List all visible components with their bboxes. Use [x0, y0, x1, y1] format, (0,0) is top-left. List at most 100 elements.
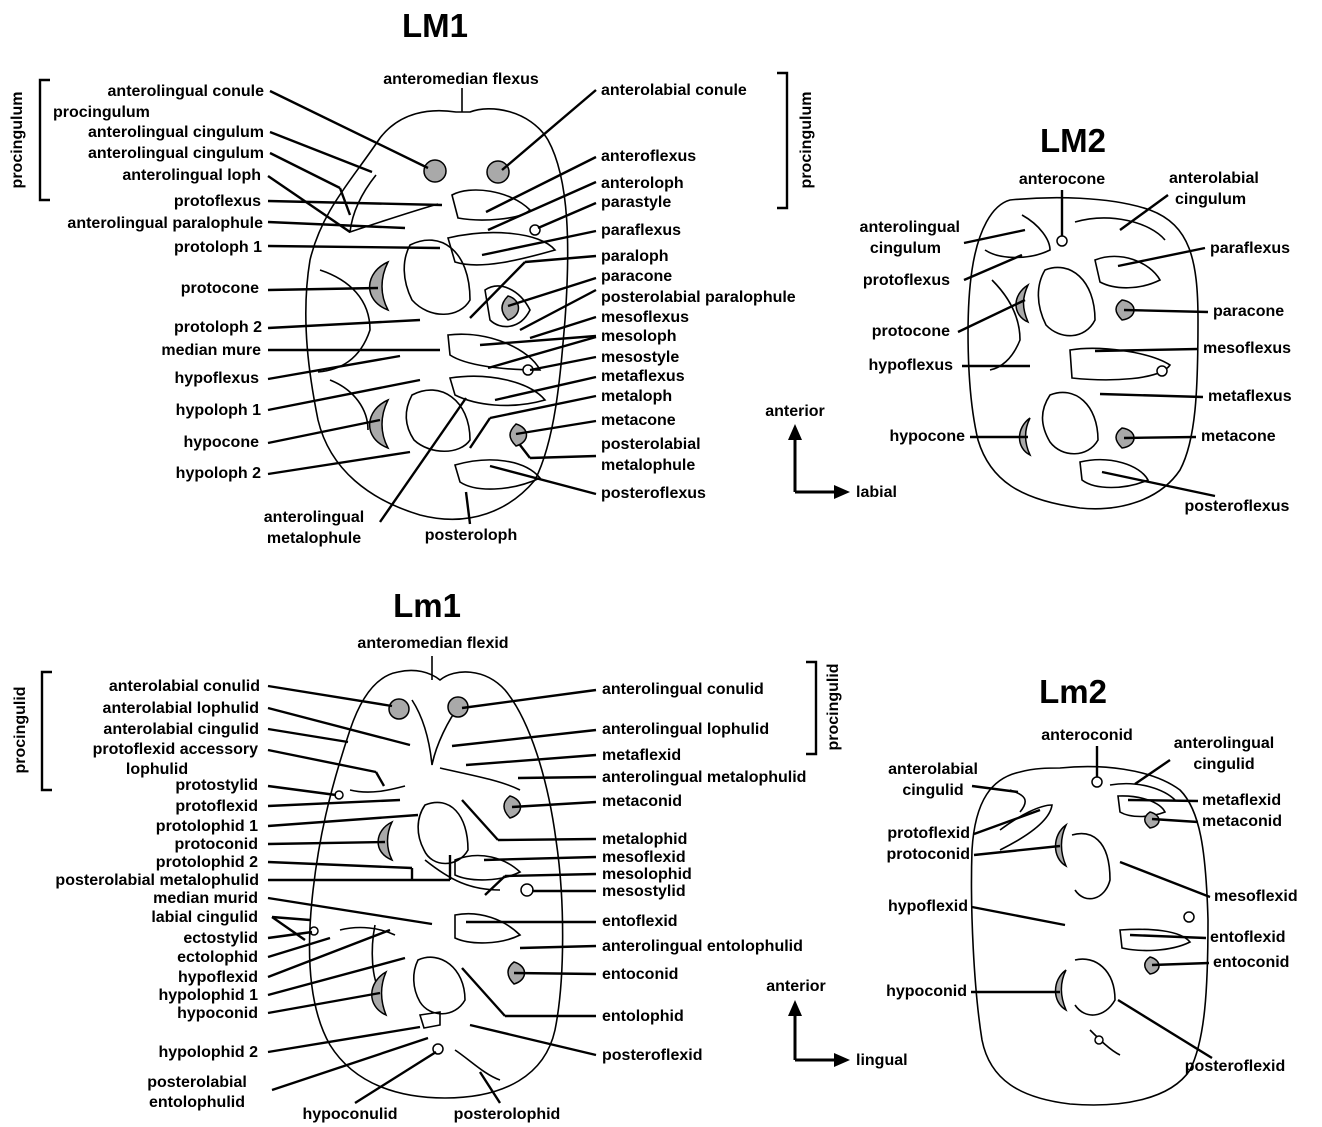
- Lm1-protolophid-2-label: protolophid 2: [156, 854, 258, 871]
- LM1-protoloph-1-label: protoloph 1: [174, 239, 262, 256]
- LM1-protocone-mark: [368, 260, 390, 312]
- Lm2-labels: anteroconid anterolingual cingulid anter…: [886, 727, 1297, 1075]
- Lm1-metaflexid-label: metaflexid: [602, 747, 681, 764]
- Lm1-hypoflexid-label: hypoflexid: [178, 969, 258, 986]
- LM1-cusps: [368, 159, 541, 450]
- Lm1-protoflexid-accessory-label-b: lophulid: [126, 761, 188, 778]
- LM1-procingulum-bracket-label-right: procingulum: [798, 92, 815, 189]
- Lm2-entoconid-label: entoconid: [1213, 954, 1289, 971]
- Lm1-posterolophid-label: posterolophid: [454, 1106, 561, 1123]
- LM2-protoflexus-label: protoflexus: [863, 272, 950, 289]
- LM1-anteroloph-label: anteroloph: [601, 175, 684, 192]
- LM2-paracone-label: paracone: [1213, 303, 1284, 320]
- Lm1-mesolophid-label: mesolophid: [602, 866, 692, 883]
- LM1-posterolabial-metalophule-label-b: metalophule: [601, 457, 695, 474]
- Lm1-entoflexid-label: entoflexid: [602, 913, 678, 930]
- Lm1-ectolophid-label: ectolophid: [177, 949, 258, 966]
- LM2-hypocone-label: hypocone: [889, 428, 965, 445]
- LM1-left-leaders: [267, 89, 443, 476]
- Lm1-protoconid-mark: [377, 820, 394, 862]
- LM1-posteroloph-leader: [464, 491, 472, 525]
- Lm2-metaconid-label: metaconid: [1202, 813, 1282, 830]
- LM2-anterolingual-cingulum-label-b: cingulum: [870, 240, 941, 257]
- Lm1-anterolingual-metalophulid-label: anterolingual metalophulid: [602, 769, 806, 786]
- Lm1-tooth-outline: [308, 656, 564, 1099]
- Lm2-metaflexid-label: metaflexid: [1202, 792, 1281, 809]
- Lm1-mesoflexid-label: mesoflexid: [602, 849, 686, 866]
- Lm2-mesoflexid-label: mesoflexid: [1214, 888, 1298, 905]
- LM1-parastyle-label: parastyle: [601, 194, 671, 211]
- LM1-protoflexus-label: protoflexus: [174, 193, 261, 210]
- lower-compass: anterior lingual: [766, 978, 907, 1069]
- Lm1-posteroflexid-label: posteroflexid: [602, 1047, 702, 1064]
- Lm1-hypolophid-1-label: hypolophid 1: [158, 987, 258, 1004]
- LM2-leaders: [957, 190, 1216, 498]
- LM1-anterolingual-cingulum-label-2: anterolingual cingulum: [88, 145, 264, 162]
- Lm1-anterolabial-conulid-label: anterolabial conulid: [109, 678, 260, 695]
- lower-compass-anterior-label: anterior: [766, 978, 826, 995]
- Lm1-right-leaders: [451, 688, 597, 1057]
- LM2-anterolabial-cingulum-label-b: cingulum: [1175, 191, 1246, 208]
- Lm1-posterolabial-entolophulid-label-a: posterolabial: [147, 1074, 247, 1091]
- Lm1-right-labels: anterolingual conulid anterolingual loph…: [602, 681, 806, 1064]
- Lm1-protoconid-label: protoconid: [174, 836, 258, 853]
- LM2-protocone-mark: [1015, 283, 1030, 324]
- Lm1-anterolabial-cingulid-label: anterolabial cingulid: [103, 721, 259, 738]
- Lm1-ectostylid-label: ectostylid: [183, 930, 258, 947]
- LM1-anterolingual-paralophule-label: anterolingual paralophule: [67, 215, 263, 232]
- title-Lm1: Lm1: [393, 587, 461, 624]
- Lm2-hypoflexid-label: hypoflexid: [888, 898, 968, 915]
- Lm2-mesostylid-mark: [1183, 911, 1195, 923]
- LM2-paraflexus-label: paraflexus: [1210, 240, 1290, 257]
- Lm1-entolophid-label: entolophid: [602, 1008, 684, 1025]
- LM1-anterolingual-loph-label: anterolingual loph: [122, 167, 261, 184]
- Lm2-anteroconid-label: anteroconid: [1041, 727, 1133, 744]
- LM1-posteroflexus-label: posteroflexus: [601, 485, 706, 502]
- Lm1-mesostylid-mark: [520, 883, 534, 897]
- LM1-procingulum-bracket-right: [777, 71, 789, 210]
- Lm2-metaconid-mark: [1144, 811, 1160, 829]
- Lm1-posterolabial-metalophulid-label: posterolabial metalophulid: [55, 872, 259, 889]
- Lm1-protoflexid-accessory-label-a: protoflexid accessory: [93, 741, 259, 758]
- Lm1-metaconid-label: metaconid: [602, 793, 682, 810]
- LM1-right-leaders: [469, 89, 597, 496]
- LM2-labels: anterocone anterolabial cingulum anterol…: [860, 170, 1292, 515]
- Lm1-hypoconulid-label: hypoconulid: [302, 1106, 397, 1123]
- Lm1-left-leaders: [267, 684, 452, 1092]
- LM1-paracone-mark: [501, 295, 520, 321]
- Lm1-protostylid-mark: [334, 790, 344, 800]
- upper-compass-right-arrowhead: [834, 485, 850, 499]
- Lm1-median-murid-label: median murid: [153, 890, 258, 907]
- LM2-protocone-label: protocone: [872, 323, 950, 340]
- LM2-posteroflexus-label: posteroflexus: [1185, 498, 1290, 515]
- LM1-hypocone-mark: [368, 398, 390, 450]
- Lm1-protoflexid-label: protoflexid: [175, 798, 258, 815]
- LM1-right-labels: anterolabial conule anteroflexus anterol…: [601, 82, 796, 502]
- LM1-median-mure-label: median mure: [161, 342, 261, 359]
- LM1-paracone-label: paracone: [601, 268, 672, 285]
- lower-compass-lingual-label: lingual: [856, 1052, 908, 1069]
- upper-compass-labial-label: labial: [856, 484, 897, 501]
- LM1-mesoflexus-label: mesoflexus: [601, 309, 689, 326]
- LM2-anterocone-label: anterocone: [1019, 171, 1105, 188]
- LM2-mesoflexus-style-mark: [1156, 365, 1168, 377]
- upper-compass-up-arrowhead: [788, 424, 802, 440]
- lower-compass-up-arrowhead: [788, 1000, 802, 1016]
- LM1-parastyle-mark: [529, 224, 541, 236]
- LM1-protocone-label: protocone: [181, 280, 259, 297]
- Lm1-left-labels: anterolabial conulid anterolabial lophul…: [55, 678, 260, 1111]
- Lm1-procingulid-bracket-label-right: procingulid: [825, 663, 842, 750]
- LM2-anterocone-mark: [1056, 235, 1068, 247]
- LM1-mesoloph-label: mesoloph: [601, 328, 677, 345]
- Lm1-hypoconid-label: hypoconid: [177, 1005, 258, 1022]
- LM1-hypoflexus-label: hypoflexus: [175, 370, 260, 387]
- LM1-anterolabial-conule-label: anterolabial conule: [601, 82, 747, 99]
- Lm1-posterolophid-leader: [478, 1071, 502, 1104]
- Lm1-protolophid-1-label: protolophid 1: [156, 818, 258, 835]
- LM1-anteromedian-flexus-label: anteromedian flexus: [383, 71, 539, 88]
- Lm1-mesostylid-label: mesostylid: [602, 883, 686, 900]
- LM1-anterolingual-conule-label: anterolingual conule: [108, 83, 265, 100]
- Lm1-procingulid-bracket-label-left: procingulid: [12, 686, 29, 773]
- Lm2-tooth-outline: [970, 765, 1209, 1106]
